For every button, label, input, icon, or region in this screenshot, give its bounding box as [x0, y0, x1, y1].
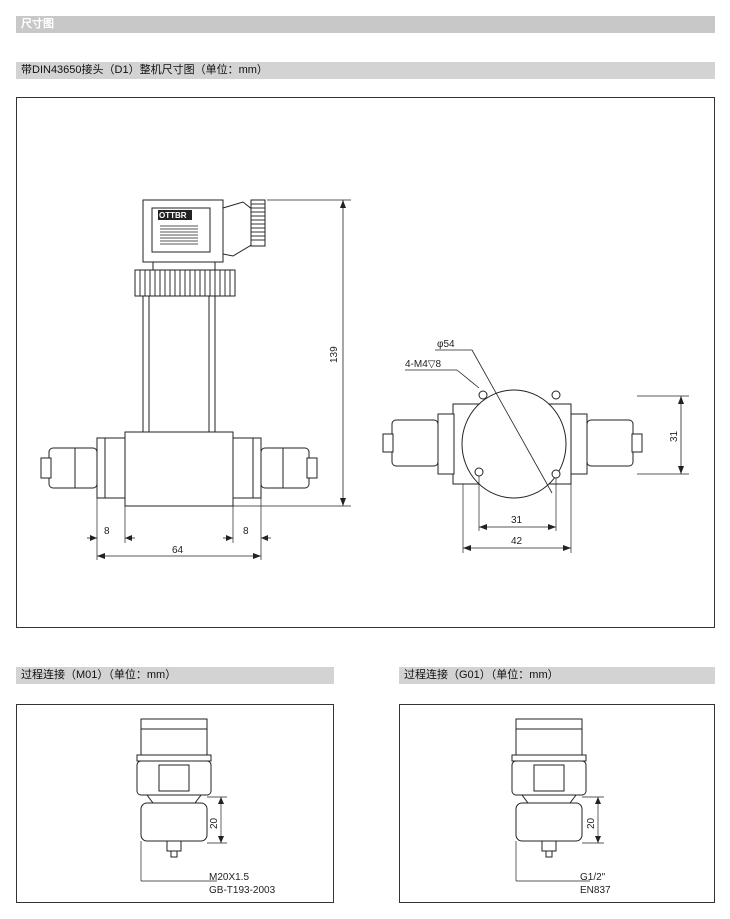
m01-panel-title: 过程连接（M01）（单位：mm） — [21, 669, 177, 681]
section-title: 尺寸图 — [21, 18, 54, 30]
g01-drawing-panel: 20 G1/2" EN837 — [399, 704, 715, 903]
m01-dim-height: 20 — [209, 817, 220, 829]
dim-side-height-label: 31 — [669, 430, 680, 442]
dim-diameter-label: φ54 — [437, 339, 455, 350]
housing-tube — [142, 295, 216, 433]
m01-drawing-panel: 20 M20X1.5 GB-T193-2003 — [16, 704, 334, 903]
dim-span-label: 64 — [172, 545, 184, 556]
g01-dim-height: 20 — [586, 817, 597, 829]
cable-gland — [222, 201, 254, 257]
g01-drawing: 20 G1/2" EN837 — [511, 718, 611, 896]
dim-left-port-label: 8 — [104, 526, 110, 537]
section-header: 尺寸图 — [16, 16, 715, 33]
g01-spec-line2: EN837 — [580, 885, 611, 896]
dim-hole-spacing-label: 31 — [511, 515, 523, 526]
dim-thread-label: 4-M4▽8 — [405, 359, 441, 370]
body-block — [124, 431, 234, 507]
main-panel-title: 带DIN43650接头（D1）整机尺寸图（单位：mm） — [21, 64, 268, 76]
g01-panel-title: 过程连接（G01）（单位：mm） — [404, 669, 559, 681]
m01-panel-header: 过程连接（M01）（单位：mm） — [16, 667, 334, 684]
m01-spec-line2: GB-T193-2003 — [209, 885, 276, 896]
flange-circle — [461, 389, 567, 499]
main-drawing-panel: OTTBR 139 8 8 64 φ54 4-M4▽8 31 31 42 — [16, 97, 715, 628]
main-panel-header: 带DIN43650接头（D1）整机尺寸图（单位：mm） — [16, 62, 715, 79]
m01-spec-line1: M20X1.5 — [209, 872, 249, 883]
brand-logo — [158, 210, 192, 220]
m01-drawing: 20 M20X1.5 GB-T193-2003 — [136, 718, 276, 896]
g01-spec-line1: G1/2" — [580, 872, 606, 883]
dim-width-label: 42 — [511, 536, 523, 547]
logo-text: OTTBR — [159, 211, 187, 220]
main-drawing: OTTBR 139 8 8 64 φ54 4-M4▽8 31 31 42 — [40, 199, 689, 560]
g01-panel-header: 过程连接（G01）（单位：mm） — [399, 667, 715, 684]
dim-right-port-label: 8 — [243, 526, 249, 537]
dim-height-label: 139 — [329, 346, 340, 363]
